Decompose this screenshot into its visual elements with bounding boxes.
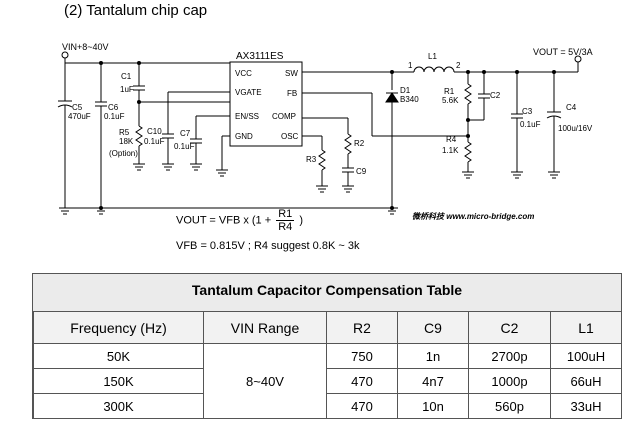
d1-name: D1 [400,86,411,95]
compensation-table-panel: Tantalum Capacitor Compensation Table Fr… [32,273,622,419]
c1-name: C1 [121,72,132,81]
r1-name: R1 [444,87,455,96]
c7-name: C7 [180,129,191,138]
watermark: 微桥科技 www.micro-bridge.com [412,212,534,221]
cell-vin-range: 8~40V [203,343,327,419]
c7-value: 0.1uF [174,142,195,151]
table-row: 150K 470 4n7 1000p 66uH [33,368,622,394]
r3-name: R3 [306,155,317,164]
formula-prefix: VOUT = VFB x (1 + [176,214,272,227]
r5-value: 18K [119,137,134,146]
page-title: (2) Tantalum chip cap [64,2,208,19]
vout-label: VOUT = 5V/3A [533,47,593,57]
cell-r2: 470 [326,393,398,419]
cell-l1: 33uH [550,393,622,419]
header-frequency: Frequency (Hz) [33,311,204,344]
table-title: Tantalum Capacitor Compensation Table [191,282,463,298]
l1-name: L1 [428,52,437,61]
r4-name: R4 [446,135,457,144]
cell-frequency: 150K [33,368,204,394]
formula-suffix: ) [299,214,304,227]
r4-value: 1.1K [442,146,459,155]
l1-pin1: 1 [408,61,413,70]
c10-value: 0.1uF [144,137,165,146]
c5-value: 470uF [68,112,91,121]
cell-c2: 1000p [468,368,551,394]
pin-vcc: VCC [235,69,252,78]
c10-name: C10 [147,127,162,136]
cell-c9: 10n [397,393,469,419]
formula-note: VFB = 0.815V ; R4 suggest 0.8K ~ 3k [176,240,360,252]
r5-name: R5 [119,128,130,137]
vout-formula: VOUT = VFB x (1 + R1 R4 ) [176,208,303,233]
c3-value: 0.1uF [520,120,541,129]
table-row: 50K 8~40V 750 1n 2700p 100uH [33,343,622,419]
pin-fb: FB [287,89,297,98]
compensation-table: Frequency (Hz) VIN Range R2 C9 C2 L1 50K… [33,311,622,419]
l1-pin2: 2 [456,61,461,70]
formula-numerator: R1 [276,208,295,221]
circuit-schematic: VIN+8~40V VOUT = 5V/3A AX3111ES VCC VGAT… [57,42,593,221]
r1-value: 5.6K [442,96,459,105]
formula-fraction: R1 R4 [276,208,295,233]
vin-label: VIN+8~40V [62,42,109,52]
pin-comp: COMP [272,112,296,121]
cell-l1: 100uH [550,343,622,369]
pin-osc: OSC [281,132,299,141]
c5-name: C5 [72,103,83,112]
cell-r2: 470 [326,368,398,394]
cell-c2: 560p [468,393,551,419]
r5-note: (Option) [109,149,138,158]
c3-name: C3 [522,107,533,116]
cell-c9: 1n [397,343,469,369]
cell-frequency: 300K [33,393,204,419]
pin-en-ss: EN/SS [235,112,259,121]
d1-value: B340 [400,95,419,104]
pin-gnd: GND [235,132,253,141]
c1-value: 1uF [120,85,134,94]
r2-name: R2 [354,139,365,148]
c2-name: C2 [490,91,501,100]
header-l1: L1 [550,311,622,344]
cell-c9: 4n7 [397,368,469,394]
header-c2: C2 [468,311,551,344]
c4-value: 100u/16V [558,124,593,133]
c6-value: 0.1uF [104,112,125,121]
header-c9: C9 [397,311,469,344]
pin-vgate: VGATE [235,88,262,97]
table-header-row: Frequency (Hz) VIN Range R2 C9 C2 L1 [33,311,622,344]
cell-l1: 66uH [550,368,622,394]
header-r2: R2 [326,311,398,344]
c9-name: C9 [356,167,367,176]
cell-c2: 2700p [468,343,551,369]
ic-name: AX3111ES [236,51,284,62]
pin-sw: SW [285,69,298,78]
header-vin-range: VIN Range [203,311,327,344]
formula-denominator: R4 [278,221,293,233]
cell-r2: 750 [326,343,398,369]
cell-frequency: 50K [33,343,204,369]
table-row: 300K 470 10n 560p 33uH [33,393,622,419]
c6-name: C6 [108,103,119,112]
c4-name: C4 [566,103,577,112]
